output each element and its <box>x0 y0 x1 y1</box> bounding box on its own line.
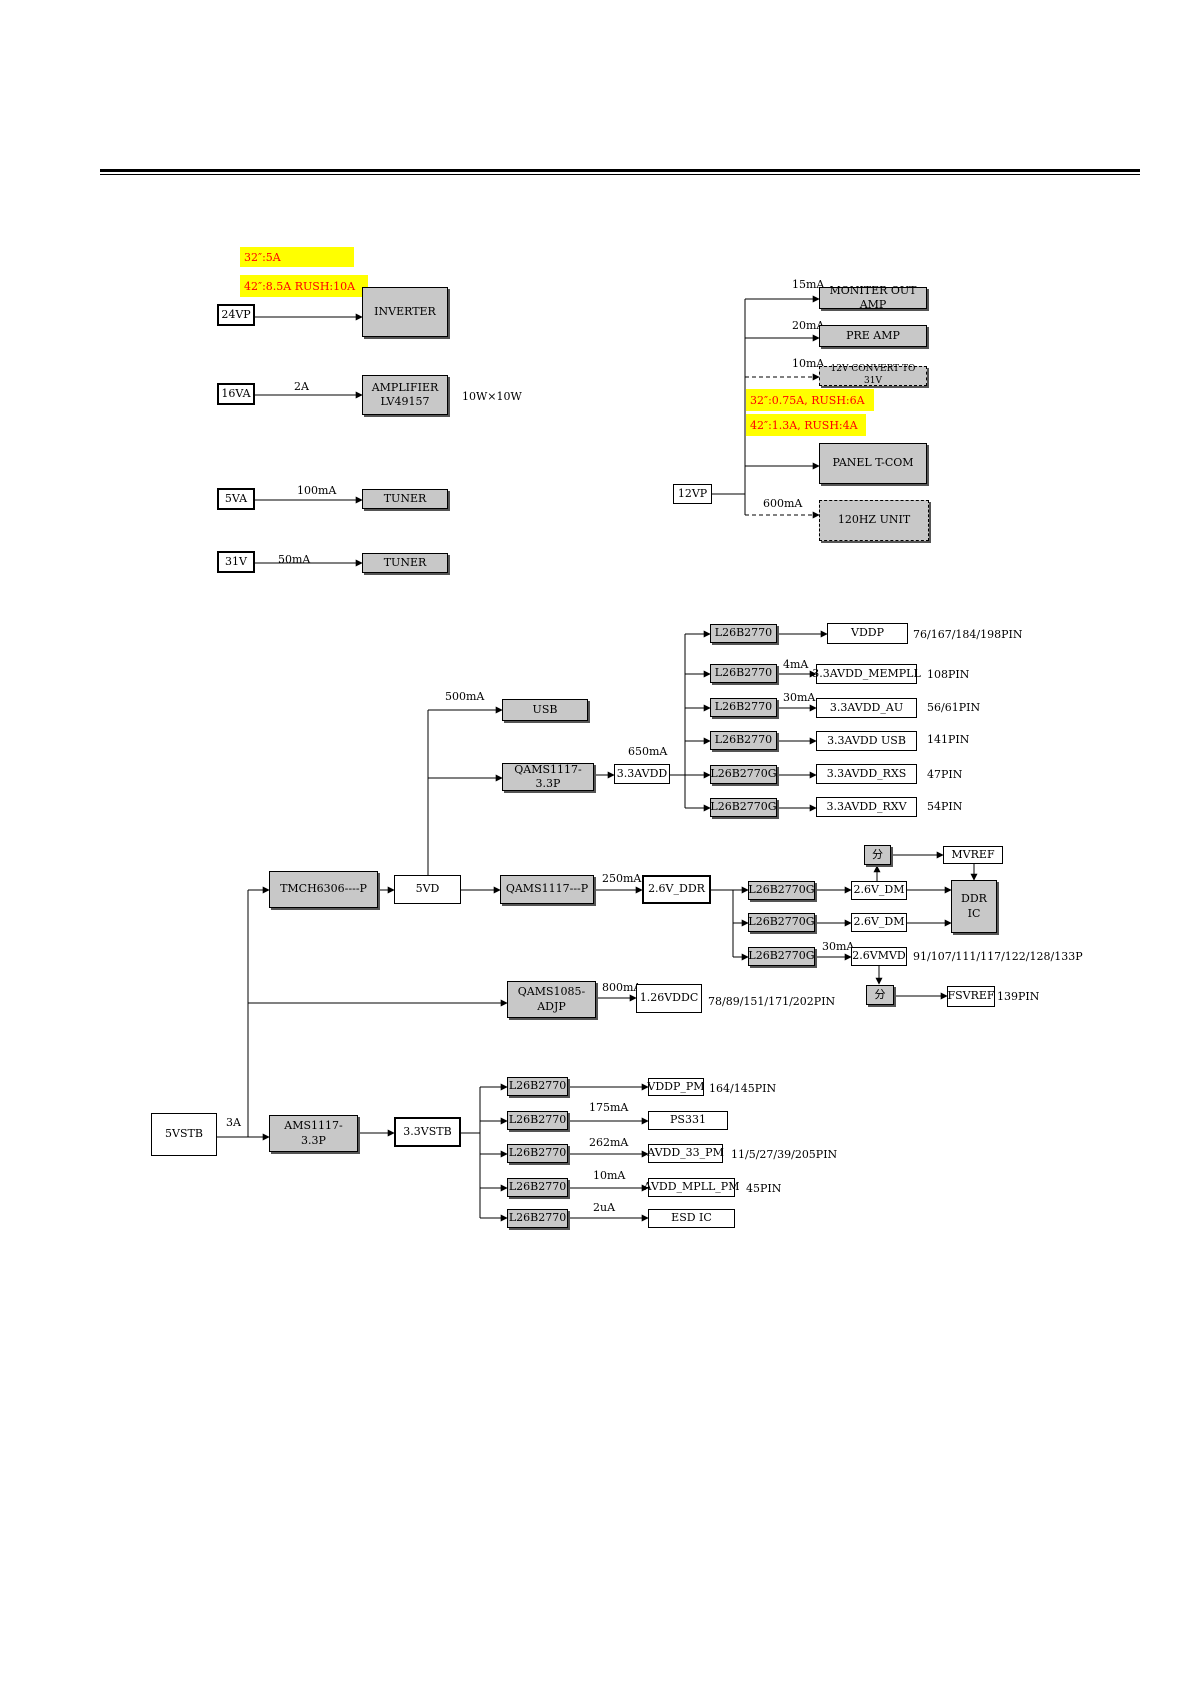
note-12vp-32in: 32″:0.75A, RUSH:6A <box>746 389 874 411</box>
stb-load-ps331: PS331 <box>648 1111 728 1130</box>
avdd-filter-1: L26B2770 <box>710 624 777 643</box>
amp-power-label: 10W×10W <box>462 390 522 403</box>
stb-load-esd-ic: ESD IC <box>648 1209 735 1228</box>
pre-amp-box: PRE AMP <box>819 325 927 347</box>
tmch6306-box: TMCH6306----P <box>269 871 378 908</box>
current-au: 30mA <box>783 691 816 704</box>
qams1117-p-box: QAMS1117---P <box>500 875 594 904</box>
vddc-pins: 78/89/151/171/202PIN <box>708 995 836 1008</box>
header-rule-thick <box>100 169 1140 172</box>
current-avdd33pm: 262mA <box>589 1136 629 1149</box>
stb-pins-1: 164/145PIN <box>709 1082 777 1095</box>
stb-filter-1: L26B2770 <box>507 1077 568 1096</box>
fsvref-box: FSVREF <box>947 986 995 1007</box>
usb-box: USB <box>502 699 588 721</box>
avdd-load-rxv: 3.3AVDD_RXV <box>816 797 917 817</box>
note-24vp-42in: 42″:8.5A RUSH:10A <box>240 275 368 297</box>
current-esd: 2uA <box>593 1201 616 1214</box>
avdd-filter-3: L26B2770 <box>710 698 777 717</box>
avdd-filter-4: L26B2770 <box>710 731 777 750</box>
source-24vp: 24VP <box>217 304 255 326</box>
stb-filter-3: L26B2770 <box>507 1144 568 1163</box>
ddr-filter-1: L26B2770G <box>748 881 815 900</box>
current-mpllpm: 10mA <box>593 1169 626 1182</box>
source-31v: 31V <box>217 551 255 573</box>
header-rule-thin <box>100 174 1140 175</box>
avdd-pins-1: 76/167/184/198PIN <box>913 628 1023 641</box>
ddr-load-1: 2.6V_DM <box>851 881 907 900</box>
current-avdd: 650mA <box>628 745 668 758</box>
avdd-pins-3: 56/61PIN <box>927 701 981 714</box>
stb-filter-4: L26B2770 <box>507 1178 568 1197</box>
stb-filter-5: L26B2770 <box>507 1209 568 1228</box>
33avdd-box: 3.3AVDD <box>614 764 670 784</box>
mvref-box: MVREF <box>943 846 1003 864</box>
current-ps331: 175mA <box>589 1101 629 1114</box>
moniter-out-amp-box: MONITER OUT AMP <box>819 284 927 311</box>
stb-load-vddp-pm: VDDP_PM <box>647 1078 705 1096</box>
current-5va: 100mA <box>297 484 337 497</box>
current-120hz: 600mA <box>763 497 803 510</box>
126vddc-box: 1.26VDDC <box>636 984 702 1013</box>
avdd-pins-2: 108PIN <box>927 668 970 681</box>
current-ddr: 250mA <box>602 872 642 885</box>
inverter-box: INVERTER <box>362 287 448 337</box>
avdd-filter-6: L26B2770G <box>710 798 777 817</box>
stb-pins-3: 11/5/27/39/205PIN <box>731 1148 838 1161</box>
source-16va: 16VA <box>217 383 255 405</box>
ddr-load-3: 2.6VMVD <box>851 947 907 966</box>
ddr-ic-box: DDR IC <box>951 880 997 933</box>
source-12vp: 12VP <box>673 484 712 504</box>
avdd-pins-6: 54PIN <box>927 800 963 813</box>
current-31v: 50mA <box>278 553 311 566</box>
unit-120hz-box: 120HZ UNIT <box>819 500 929 541</box>
avdd-load-mempll: 3.3AVDD_MEMPLL <box>812 664 921 684</box>
qams1117-33p-box: QAMS1117-3.3P <box>502 763 594 791</box>
panel-tcom-box: PANEL T-COM <box>819 443 927 484</box>
convert-12v-31v-box: 12V CONVERT TO 31V <box>819 364 927 386</box>
ddr-filter-2: L26B2770G <box>748 913 815 932</box>
current-vmvd: 30mA <box>822 940 855 953</box>
stb-load-avdd-mpll-pm: AVDD_MPLL_PM <box>644 1178 739 1197</box>
note-12vp-42in: 42″:1.3A, RUSH:4A <box>746 414 866 436</box>
ddr-load-2: 2.6V_DM <box>851 913 907 932</box>
fsvref-pins: 139PIN <box>997 990 1040 1003</box>
avdd-load-au: 3.3AVDD_AU <box>816 698 917 718</box>
current-16va: 2A <box>294 380 309 393</box>
current-mempll: 4mA <box>783 658 809 671</box>
current-pre-amp: 20mA <box>792 319 825 332</box>
avdd-load-rxs: 3.3AVDD_RXS <box>816 764 917 784</box>
avdd-load-usb: 3.3AVDD USB <box>816 731 917 751</box>
amplifier-box: AMPLIFIER LV49157 <box>362 375 448 415</box>
source-5vstb: 5VSTB <box>151 1113 217 1156</box>
avdd-pins-5: 47PIN <box>927 768 963 781</box>
qams1085-box: QAMS1085- ADJP <box>507 981 596 1018</box>
ams1117-33p-box: AMS1117-3.3P <box>269 1115 358 1152</box>
current-vddc: 800mA <box>602 981 642 994</box>
current-usb: 500mA <box>445 690 485 703</box>
ddr-filter-3: L26B2770G <box>748 947 815 966</box>
stb-filter-2: L26B2770 <box>507 1111 568 1130</box>
tuner-31v-box: TUNER <box>362 553 448 573</box>
divider-top-box: 分 <box>864 845 891 865</box>
stb-pins-4: 45PIN <box>746 1182 782 1195</box>
avdd-load-vddp: VDDP <box>827 623 908 644</box>
avdd-pins-4: 141PIN <box>927 733 970 746</box>
avdd-filter-2: L26B2770 <box>710 664 777 683</box>
avdd-filter-5: L26B2770G <box>710 765 777 784</box>
5vd-box: 5VD <box>394 875 461 904</box>
33vstb-box: 3.3VSTB <box>394 1117 461 1147</box>
note-24vp-32in: 32″:5A <box>240 247 354 267</box>
divider-bottom-box: 分 <box>866 985 894 1005</box>
current-moniter: 15mA <box>792 278 825 291</box>
current-5vstb: 3A <box>226 1116 241 1129</box>
source-5va: 5VA <box>217 488 255 510</box>
tuner-5va-box: TUNER <box>362 489 448 509</box>
ddr-pins-3: 91/107/111/117/122/128/133P <box>913 950 1083 963</box>
26v-ddr-box: 2.6V_DDR <box>642 875 711 904</box>
current-convert: 10mA <box>792 357 825 370</box>
stb-load-avdd-33-pm: AVDD_33_PM <box>647 1144 724 1163</box>
